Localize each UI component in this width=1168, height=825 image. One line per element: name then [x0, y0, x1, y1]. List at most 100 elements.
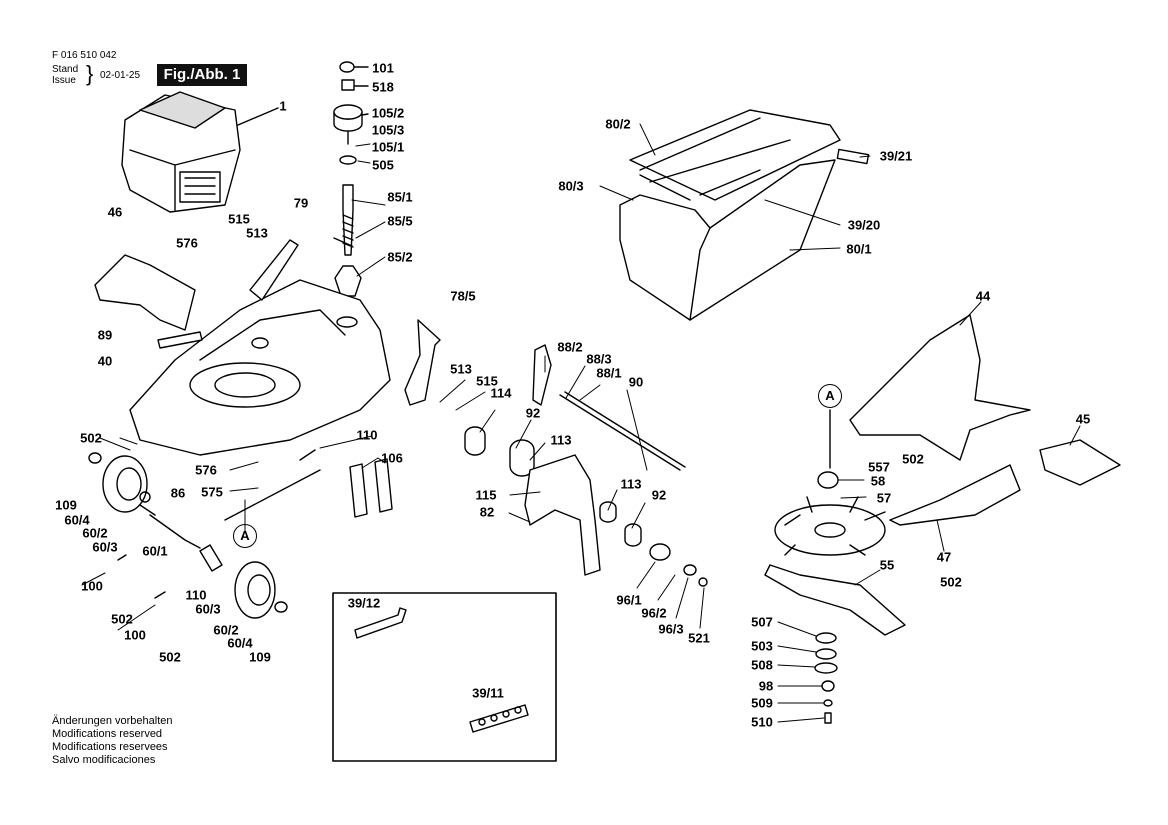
part-label: 502 — [940, 574, 962, 590]
part-label: 115 — [475, 487, 497, 503]
brace-glyph: } — [86, 61, 94, 86]
tools-box-drawing — [332, 592, 557, 762]
part-label: 60/3 — [195, 601, 221, 617]
part-label: 39/20 — [847, 217, 881, 233]
part-label: 88/3 — [586, 351, 612, 367]
part-label: 521 — [688, 630, 710, 646]
part-label: 60/4 — [64, 512, 90, 528]
part-label: 557 — [868, 459, 890, 475]
part-label: 576 — [195, 462, 217, 478]
mower-deck-drawing — [94, 239, 441, 456]
part-label: 105/2 — [371, 105, 405, 121]
drive-assembly-drawing — [464, 344, 708, 587]
part-label: 60/4 — [227, 635, 253, 651]
part-label: 507 — [751, 614, 773, 630]
part-label: 47 — [936, 549, 952, 565]
part-label: 502 — [111, 611, 133, 627]
height-adjust-stack-drawing — [333, 61, 369, 297]
part-label: 85/5 — [387, 213, 413, 229]
leader-lines — [81, 123, 1081, 723]
blade-assembly-drawing — [764, 314, 1121, 724]
part-label: 82 — [479, 504, 495, 520]
part-label: 55 — [879, 557, 895, 573]
part-label: 58 — [870, 473, 886, 489]
part-label: 100 — [81, 578, 103, 594]
part-label: 518 — [372, 79, 394, 95]
part-label: 513 — [450, 361, 472, 377]
part-label: 45 — [1075, 411, 1091, 427]
part-label: 80/1 — [846, 241, 872, 257]
part-label: 106 — [381, 450, 403, 466]
issue-date: 02-01-25 — [100, 70, 141, 81]
part-label: 80/3 — [558, 178, 584, 194]
part-label: 110 — [185, 587, 207, 603]
part-label: 515 — [476, 373, 498, 389]
note-fr: Modifications reservees — [52, 741, 168, 753]
part-label: 60/2 — [82, 525, 108, 541]
wheels-drawing — [88, 449, 393, 619]
part-label: 80/2 — [605, 116, 631, 132]
part-label: 88/1 — [596, 365, 622, 381]
part-label: 505 — [372, 157, 394, 173]
issue-label: Issue — [52, 75, 76, 86]
part-label: 85/1 — [387, 189, 413, 205]
part-label: 576 — [176, 235, 198, 251]
part-label: 502 — [902, 451, 924, 467]
part-label: 92 — [651, 487, 667, 503]
part-label: 110 — [356, 427, 378, 443]
figure-label: Fig./Abb. 1 — [157, 64, 247, 86]
part-label: 88/2 — [557, 339, 583, 355]
part-label: 90 — [628, 374, 644, 390]
part-label: 98 — [758, 678, 774, 694]
part-label: 503 — [751, 638, 773, 654]
stand-label: Stand — [52, 64, 79, 75]
part-label: 57 — [876, 490, 892, 506]
part-label: 575 — [201, 484, 223, 500]
part-label: 46 — [107, 204, 123, 220]
part-label: 44 — [975, 288, 991, 304]
callout-marker-a: A — [818, 384, 842, 408]
note-es: Salvo modificaciones — [52, 754, 156, 766]
part-label: 502 — [80, 430, 102, 446]
part-label: 78/5 — [450, 288, 476, 304]
note-en: Modifications reserved — [52, 728, 163, 740]
part-label: 40 — [97, 353, 113, 369]
part-label: 89 — [97, 327, 113, 343]
part-label: 101 — [372, 60, 394, 76]
part-label: 96/1 — [616, 592, 642, 608]
part-label: 96/3 — [658, 621, 684, 637]
part-label: 92 — [525, 405, 541, 421]
part-label: 60/1 — [142, 543, 168, 559]
part-label: 513 — [246, 225, 268, 241]
part-label: 109 — [55, 497, 77, 513]
part-label: 85/2 — [387, 249, 413, 265]
part-label: 510 — [751, 714, 773, 730]
part-label: 509 — [751, 695, 773, 711]
part-label: 105/1 — [371, 139, 405, 155]
part-label: 39/12 — [347, 595, 381, 611]
part-label: 39/11 — [472, 685, 504, 701]
part-label: 39/21 — [879, 148, 913, 164]
part-label: 1 — [279, 98, 287, 114]
modifications-notes: Änderungen vorbehalten Modifications res… — [52, 715, 172, 767]
part-label: 96/2 — [641, 605, 667, 621]
part-label: 508 — [751, 657, 773, 673]
grass-box-drawing — [619, 109, 870, 321]
part-label: 79 — [293, 195, 309, 211]
part-label: 113 — [620, 476, 642, 492]
part-label: 515 — [228, 211, 250, 227]
note-de: Änderungen vorbehalten — [52, 715, 173, 727]
part-label: 105/3 — [371, 122, 405, 138]
part-label: 114 — [490, 385, 512, 401]
part-label: 109 — [249, 649, 271, 665]
part-label: 502 — [159, 649, 181, 665]
engine-drawing — [121, 91, 279, 213]
part-label: 60/2 — [213, 622, 239, 638]
callout-marker-a: A — [233, 524, 257, 548]
part-label: 100 — [124, 627, 146, 643]
part-label: 86 — [170, 485, 186, 501]
part-label: 113 — [550, 432, 572, 448]
document-number: F 016 510 042 — [52, 50, 117, 61]
part-label: 60/3 — [92, 539, 118, 555]
